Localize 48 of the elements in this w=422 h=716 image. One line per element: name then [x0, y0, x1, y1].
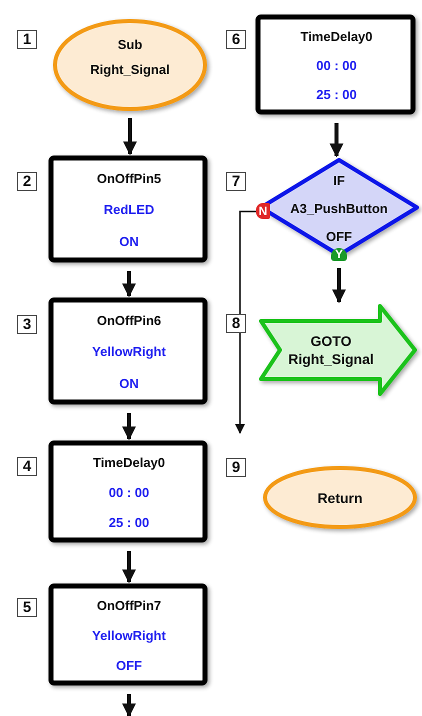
block-title: Sub: [118, 37, 142, 52]
parameter-text: 25 : 00: [108, 514, 150, 530]
parameter-text: YellowRight: [92, 344, 166, 360]
parameter-text: OFF: [116, 658, 142, 673]
block-title: OnOffPin5: [96, 171, 162, 186]
goto-arrow-shape: [258, 303, 418, 397]
parameter-text: Right_Signal: [90, 62, 170, 77]
block-title: Return: [317, 490, 363, 506]
step-number: 5: [17, 598, 37, 617]
arrow: [122, 271, 136, 298]
parameter-text: ON: [119, 234, 139, 249]
block-title: OnOffPin6: [96, 313, 162, 328]
block-title: GOTO Right_Signal: [287, 332, 375, 368]
parameter-text: A3_PushButton: [290, 200, 388, 216]
branch-marker: N: [256, 203, 270, 219]
step-number: 2: [17, 172, 37, 191]
arrow: [122, 413, 136, 440]
step-number: 3: [17, 315, 37, 334]
arrow: [122, 551, 136, 584]
block-title: TimeDelay0: [300, 29, 373, 44]
arrow: [122, 694, 136, 716]
parameter-text: RedLED: [104, 202, 154, 218]
parameter-text: 00 : 00: [316, 58, 357, 73]
block-title: TimeDelay0: [92, 455, 166, 470]
parameter-text: OFF: [326, 228, 352, 244]
arrow: [235, 210, 258, 434]
step-number: 6: [226, 30, 246, 49]
block-title: OnOffPin7: [96, 598, 162, 614]
step-number: 4: [17, 457, 37, 476]
arrow: [332, 268, 346, 304]
process-box: [255, 14, 418, 117]
step-number: 7: [226, 172, 246, 191]
process-box: [48, 297, 210, 407]
parameter-text: YellowRight: [92, 628, 166, 643]
arrow: [330, 123, 344, 158]
process-box: [48, 155, 210, 265]
step-number: 9: [226, 458, 246, 477]
parameter-text: ON: [119, 376, 139, 391]
arrow: [123, 118, 137, 156]
parameter-text: 00 : 00: [108, 484, 150, 500]
start-ellipse: [52, 18, 208, 112]
step-number: 8: [226, 314, 246, 333]
block-title: IF: [333, 173, 345, 188]
parameter-text: 25 : 00: [316, 87, 357, 102]
process-box: [48, 583, 210, 688]
end-ellipse: [262, 465, 418, 530]
step-number: 1: [17, 30, 37, 49]
process-box: [48, 440, 210, 545]
